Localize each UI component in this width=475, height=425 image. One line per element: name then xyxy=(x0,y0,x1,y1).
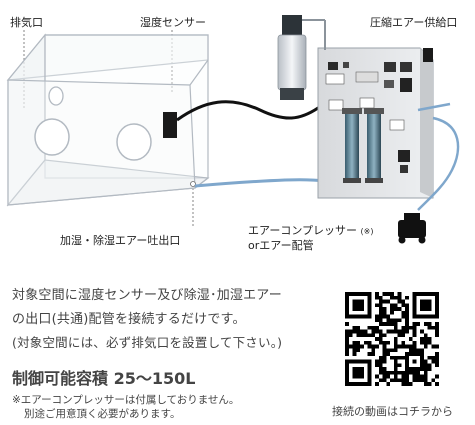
compressor-icon xyxy=(398,213,426,244)
test-chamber xyxy=(6,33,210,207)
compressed-air-inlet-label: 圧縮エアー供給口 xyxy=(370,16,458,29)
qr-code[interactable] xyxy=(345,292,439,386)
note-line-1: ※エアーコンプレッサーは付属しておりません。 xyxy=(12,394,240,406)
compressor-hose xyxy=(417,116,460,211)
compressor-label-text: エアーコンプレッサー xyxy=(248,224,358,237)
exhaust-hole xyxy=(48,86,64,106)
air-outlet-port xyxy=(190,181,196,187)
compressor-note-mark: (※) xyxy=(360,227,374,236)
controller-unit xyxy=(317,47,451,199)
humidity-sensor xyxy=(163,112,177,138)
humidity-sensor-label: 湿度センサー xyxy=(140,16,206,29)
air-outlet-label: 加湿・除湿エアー吐出口 xyxy=(60,234,181,247)
description-line-1: 対象空間に湿度センサー及び除湿･加湿エアー xyxy=(12,288,282,303)
glove-port-right xyxy=(116,123,152,161)
description-line-3: (対象空間には、必ず排気口を設置して下さい。) xyxy=(12,335,283,350)
exhaust-label: 排気口 xyxy=(10,16,43,29)
note-line-2: 別途ご用意頂く必要があります。 xyxy=(24,408,181,420)
description-line-2: の出口(共通)配管を接続するだけです。 xyxy=(12,312,246,327)
qr-caption: 接続の動画はコチラから xyxy=(332,405,453,418)
air-pipe-label: orエアー配管 xyxy=(248,239,314,252)
compressor-label: エアーコンプレッサー (※) xyxy=(248,222,373,238)
capacity-heading: 制御可能容積 25～150L xyxy=(12,369,196,388)
humidifier-tank xyxy=(277,15,326,100)
glove-port-left xyxy=(34,118,70,156)
setup-diagram xyxy=(6,15,460,244)
